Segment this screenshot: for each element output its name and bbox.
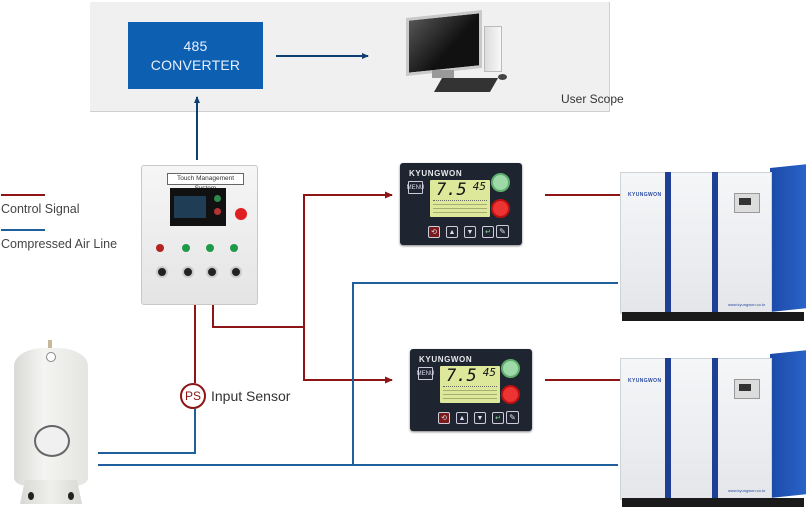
touch-screen-display xyxy=(174,196,206,218)
converter-line2: CONVERTER xyxy=(150,56,241,73)
green-lamp-icon xyxy=(182,244,190,252)
converter-line1: 485 xyxy=(183,37,208,54)
control-line-to-controller-2 xyxy=(303,327,393,384)
compressor-door-stripe xyxy=(712,172,718,312)
compressor-brand: KYUNGWON xyxy=(628,192,662,198)
red-indicator-icon xyxy=(214,208,221,215)
controller-lcd: 7.5 45 xyxy=(430,180,490,217)
edit-key-icon: ✎ xyxy=(506,411,519,424)
mouse-shape xyxy=(498,74,507,80)
green-indicator-icon xyxy=(214,195,221,202)
touch-screen xyxy=(170,188,226,226)
controller-brand: KYUNGWON xyxy=(409,169,463,178)
compressor-door-stripe xyxy=(665,172,671,312)
compressor-door-stripe xyxy=(665,358,671,498)
lcd-secondary-value: 45 xyxy=(482,366,496,379)
compressor-base xyxy=(622,312,804,321)
compressor-side-panel xyxy=(770,164,806,312)
tank-shell xyxy=(14,348,88,486)
controller-panel-2: KYUNGWON MENU 7.5 45 ⟲ ▲ ▼ ↵ ✎ xyxy=(410,349,532,431)
input-sensor-label: Input Sensor xyxy=(211,388,291,404)
lcd-secondary-value: 45 xyxy=(472,180,486,193)
compressor-brand: KYUNGWON xyxy=(628,378,662,384)
air-line-to-compressor-1 xyxy=(352,282,618,465)
stop-button-icon xyxy=(501,385,520,404)
user-scope-label: User Scope xyxy=(561,92,624,106)
monitor-stand-shape xyxy=(432,70,454,78)
lcd-main-value: 7.5 xyxy=(436,180,467,200)
air-compressor-2: KYUNGWON www.kyungwon.co.kr xyxy=(620,350,808,507)
air-receiver-tank xyxy=(12,340,90,510)
up-key-icon: ▲ xyxy=(456,412,468,424)
pressure-sensor-badge: PS xyxy=(180,383,206,409)
tank-manhole-icon xyxy=(34,425,70,457)
tank-skirt-hole xyxy=(68,492,74,500)
compressor-url: www.kyungwon.co.kr xyxy=(728,488,766,493)
green-lamp-icon xyxy=(230,244,238,252)
selector-switch-icon xyxy=(156,266,168,278)
touch-management-system: Touch Management System xyxy=(141,165,258,305)
menu-key-icon: MENU xyxy=(417,367,434,380)
stop-button-icon xyxy=(491,199,510,218)
red-lamp-icon xyxy=(156,244,164,252)
desktop-computer-icon xyxy=(400,10,515,98)
control-line-to-controller-1 xyxy=(303,191,393,379)
down-key-icon: ▼ xyxy=(474,412,486,424)
selector-switch-icon xyxy=(230,266,242,278)
compressor-url: www.kyungwon.co.kr xyxy=(728,302,766,307)
start-button-icon xyxy=(491,173,510,192)
emergency-stop-icon xyxy=(233,206,249,222)
start-button-icon xyxy=(501,359,520,378)
up-key-icon: ▲ xyxy=(446,226,458,238)
edit-key-icon: ✎ xyxy=(496,225,509,238)
compressor-side-panel xyxy=(770,350,806,498)
legend-compressed-air-label: Compressed Air Line xyxy=(1,237,118,251)
controller-brand: KYUNGWON xyxy=(419,355,473,364)
485-converter-box: 485 CONVERTER xyxy=(128,22,263,89)
lcd-main-value: 7.5 xyxy=(446,366,477,386)
mgmt-title-plate: Touch Management System xyxy=(167,173,244,192)
air-line-sensor-to-tank xyxy=(98,409,196,454)
air-compressor-1: KYUNGWON www.kyungwon.co.kr xyxy=(620,164,808,321)
pc-tower-shape xyxy=(484,26,502,72)
selector-switch-icon xyxy=(206,266,218,278)
lcd-status-rows xyxy=(443,386,497,401)
compressor-control-panel-icon xyxy=(734,193,760,213)
tank-skirt-hole xyxy=(28,492,34,500)
enter-key-icon: ↵ xyxy=(492,412,504,424)
selector-switch-icon xyxy=(182,266,194,278)
compressor-door-stripe xyxy=(712,358,718,498)
pressure-gauge-icon xyxy=(46,352,56,362)
control-line-mgmt-to-controllers xyxy=(212,303,304,328)
reset-key-icon: ⟲ xyxy=(438,412,450,424)
controller-panel-1: KYUNGWON MENU 7.5 45 ⟲ ▲ ▼ ↵ ✎ xyxy=(400,163,522,245)
legend-control-signal-label: Control Signal xyxy=(1,202,80,216)
down-key-icon: ▼ xyxy=(464,226,476,238)
controller-keys: ⟲ ▲ ▼ ↵ xyxy=(438,412,504,424)
controller-lcd: 7.5 45 xyxy=(440,366,500,403)
green-lamp-icon xyxy=(206,244,214,252)
enter-key-icon: ↵ xyxy=(482,226,494,238)
compressor-base xyxy=(622,498,804,507)
compressor-control-panel-icon xyxy=(734,379,760,399)
menu-key-icon: MENU xyxy=(407,181,424,194)
lcd-status-rows xyxy=(433,200,487,215)
tank-valve-icon xyxy=(48,340,52,350)
reset-key-icon: ⟲ xyxy=(428,226,440,238)
controller-keys: ⟲ ▲ ▼ ↵ xyxy=(428,226,494,238)
